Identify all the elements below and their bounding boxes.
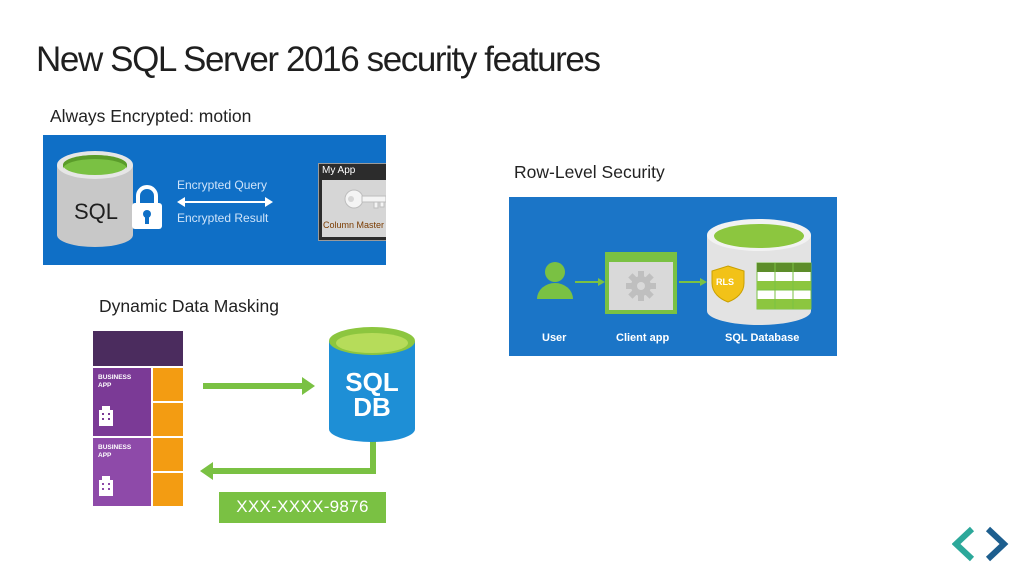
arrow-from-db (200, 440, 376, 480)
sql-database-icon (707, 219, 812, 325)
business-app-2: BUSINESS APP (93, 438, 151, 506)
arrow-app-to-db (679, 278, 707, 286)
row-level-security-diagram: RLS User Client app SQL Database (509, 197, 837, 356)
client-app-body (609, 262, 673, 310)
navigation-logo (952, 526, 1009, 562)
business-app-1-label: BUSINESS APP (98, 374, 132, 389)
prev-arrow-icon (952, 526, 975, 562)
business-app-1: BUSINESS APP (93, 368, 151, 436)
my-app-body: Column Master Key (322, 180, 386, 237)
my-app-window: My App × Column Master Key (318, 163, 386, 241)
user-label: User (542, 332, 567, 344)
my-app-title: My App (322, 165, 356, 176)
slide-title: New SQL Server 2016 security features (36, 40, 601, 79)
always-encrypted-caption: Always Encrypted: motion (50, 106, 252, 126)
rls-shield-icon (711, 265, 745, 303)
arrow-user-to-app (575, 278, 605, 286)
header-block (93, 331, 183, 366)
next-arrow-icon (985, 526, 1009, 562)
data-cell (153, 473, 183, 506)
data-cell (153, 403, 183, 436)
client-app-window (605, 252, 677, 314)
arrow-to-db (203, 377, 315, 395)
client-app-label: Client app (616, 332, 670, 344)
data-cell (153, 438, 183, 471)
sql-db-icon (329, 327, 415, 442)
building-icon (99, 406, 113, 426)
business-app-2-label: BUSINESS APP (98, 444, 132, 459)
double-arrow (177, 197, 273, 207)
building-icon (99, 476, 113, 496)
always-encrypted-diagram: SQL Encrypted Query Encrypted Result My … (43, 135, 386, 265)
sql-database-icon (57, 151, 133, 247)
column-master-key-label: Column Master Key (323, 220, 386, 230)
sql-db-line1: SQL (345, 367, 399, 397)
gear-icon (626, 271, 656, 301)
masked-value-box: XXX-XXXX-9876 (219, 492, 386, 523)
encrypted-result-label: Encrypted Result (177, 211, 269, 225)
masked-value: XXX-XXXX-9876 (236, 497, 369, 516)
sql-db-line2: DB (353, 392, 391, 422)
sql-label: SQL (74, 199, 119, 224)
dynamic-data-masking-caption: Dynamic Data Masking (99, 296, 279, 316)
row-level-security-caption: Row-Level Security (514, 162, 665, 182)
rls-badge-label: RLS (716, 277, 734, 287)
data-cell (153, 368, 183, 401)
sql-database-label: SQL Database (725, 332, 800, 344)
lock-icon (132, 185, 162, 229)
key-icon (344, 189, 386, 209)
encrypted-query-label: Encrypted Query (177, 178, 268, 192)
user-icon (537, 262, 573, 299)
business-apps-stack: BUSINESS APP BUSINESS APP (93, 331, 183, 506)
sql-db-label: SQL DB (328, 367, 416, 422)
